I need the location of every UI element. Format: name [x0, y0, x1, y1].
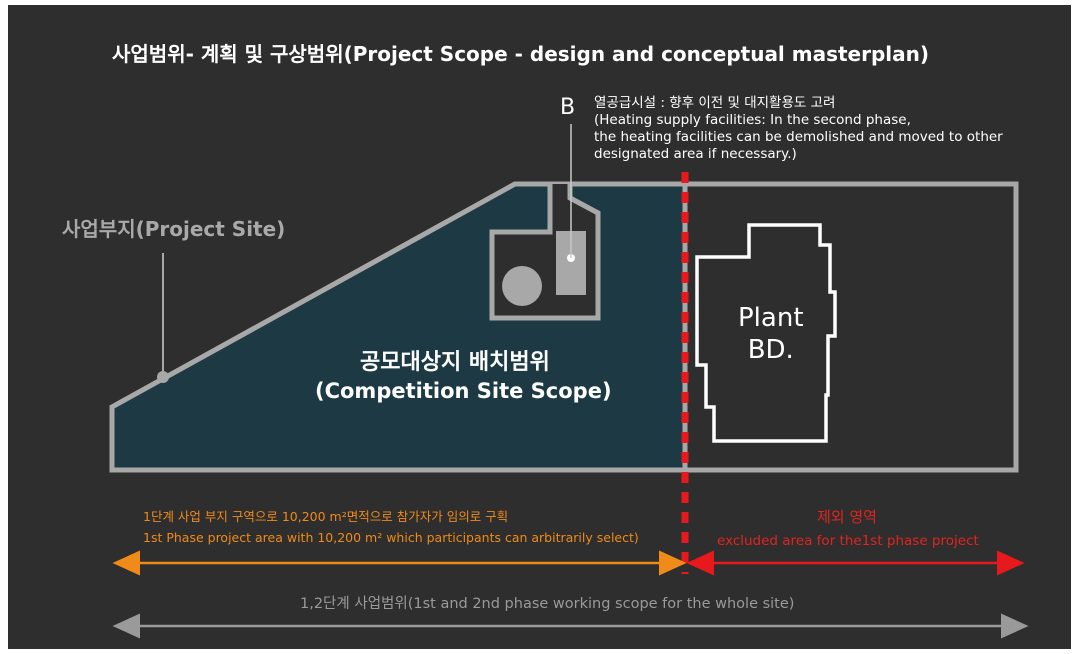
site-label-leader-dot: [157, 371, 169, 383]
facility-marker: B: [560, 95, 576, 120]
page-title: 사업범위- 계획 및 구상범위(Project Scope - design a…: [112, 42, 930, 66]
facility-note-line: (Heating supply facilities: In the secon…: [594, 112, 911, 128]
excluded-label-ko: 제외 영역: [817, 508, 877, 526]
competition-label-ko: 공모대상지 배치범위: [360, 350, 550, 375]
plant-label-line1: Plant: [738, 303, 804, 333]
plant-building-label: Plant BD.: [738, 302, 804, 366]
plant-label-line2: BD.: [747, 335, 794, 365]
facility-note: 열공급시설 : 향후 이전 및 대지활용도 고려 (Heating supply…: [594, 95, 1003, 163]
phase1-note-ko: 1단계 사업 부지 구역으로 10,200 m²면적으로 참가자가 임의로 구획: [143, 509, 509, 524]
phase1-note-en: 1st Phase project area with 10,200 m² wh…: [143, 530, 639, 545]
whole-scope-label: 1,2단계 사업범위(1st and 2nd phase working sco…: [300, 596, 795, 612]
facility-note-line: the heating facilities can be demolished…: [594, 129, 1003, 145]
competition-label-en: (Competition Site Scope): [315, 379, 612, 403]
project-site-label: 사업부지(Project Site): [62, 217, 286, 241]
excluded-label-en: excluded area for the1st phase project: [717, 533, 979, 549]
plant-building-outline: [695, 223, 837, 443]
heating-tank-circle: [502, 266, 542, 306]
facility-note-line: designated area if necessary.): [594, 146, 797, 162]
facility-note-line: 열공급시설 : 향후 이전 및 대지활용도 고려: [594, 95, 836, 111]
